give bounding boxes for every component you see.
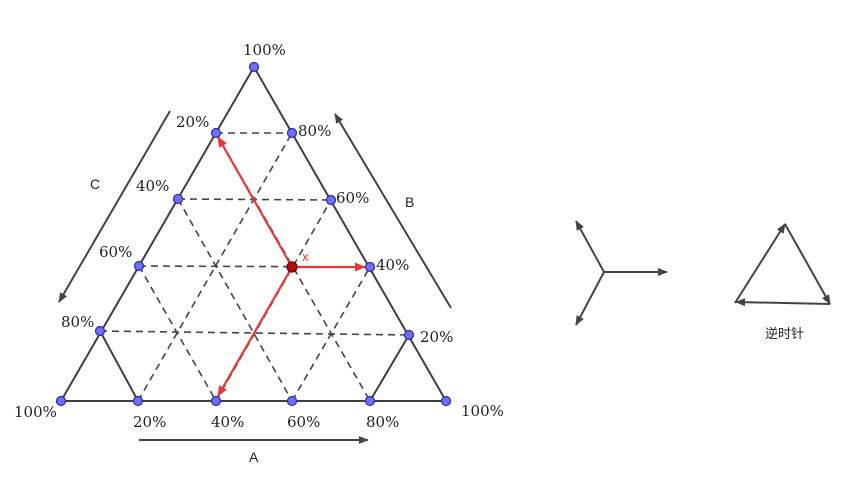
axis-label-a: A xyxy=(249,449,259,465)
vertex-left-80 xyxy=(94,325,106,337)
main-triangle xyxy=(59,64,448,402)
vertex-bottom-40 xyxy=(210,395,222,407)
vertex-bottom-60 xyxy=(286,395,298,407)
vertex-left xyxy=(55,395,67,407)
vertex-bottom-20 xyxy=(132,395,144,407)
vertex-left-60 xyxy=(133,260,145,272)
vertices xyxy=(55,61,452,407)
left-tick-40: 40% xyxy=(136,177,169,195)
axis-label-c: C xyxy=(90,176,100,192)
axis-label-b: B xyxy=(405,194,414,210)
grid-line-r-60 xyxy=(138,265,217,402)
vertex-right-20 xyxy=(403,329,415,341)
bottom-tick-80: 80% xyxy=(366,413,399,431)
vertex-right-60 xyxy=(325,194,337,206)
grid-line-l-20 xyxy=(137,132,293,402)
right-tick-40: 40% xyxy=(376,256,409,274)
point-x-label: x xyxy=(302,249,309,264)
vertex-right-80 xyxy=(286,127,298,139)
arrow-to-bottom-40 xyxy=(217,266,293,397)
red-arrows xyxy=(217,136,366,397)
vertex-right xyxy=(440,395,452,407)
axis-arrow-b xyxy=(334,113,452,309)
bottom-tick-60: 60% xyxy=(287,413,320,431)
point-x xyxy=(286,261,298,273)
bottom-tick-40: 40% xyxy=(211,413,244,431)
percent-labels: 100% 100% 100% 20% 40% 60% 80% 80% 60% 4… xyxy=(14,41,504,431)
corner-segments xyxy=(99,330,410,402)
counterclockwise-triangle-icon xyxy=(734,223,831,307)
grid-line-r-40 xyxy=(177,198,293,402)
left-tick-60: 60% xyxy=(99,243,132,261)
vertex-right-40 xyxy=(364,261,376,273)
right-tick-60: 60% xyxy=(336,189,369,207)
right-tick-20: 20% xyxy=(420,328,453,346)
three-way-arrow-icon xyxy=(575,220,668,326)
counterclockwise-caption: 逆时针 xyxy=(765,326,804,342)
apex-top-label: 100% xyxy=(243,41,286,59)
left-tick-20: 20% xyxy=(176,113,209,131)
axis-arrow-c xyxy=(58,110,171,303)
vertex-bottom-80 xyxy=(364,395,376,407)
axis-arrows xyxy=(58,110,452,444)
vertex-top xyxy=(248,61,260,73)
vertex-left-40 xyxy=(172,193,184,205)
grid-line-h-20 xyxy=(99,330,410,336)
left-tick-80: 80% xyxy=(61,313,94,331)
arrow-to-left-20 xyxy=(217,136,293,268)
bottom-tick-20: 20% xyxy=(133,413,166,431)
apex-left-label: 100% xyxy=(14,403,57,421)
vertex-left-20 xyxy=(210,127,222,139)
right-tick-80: 80% xyxy=(298,122,331,140)
apex-right-label: 100% xyxy=(461,402,504,420)
